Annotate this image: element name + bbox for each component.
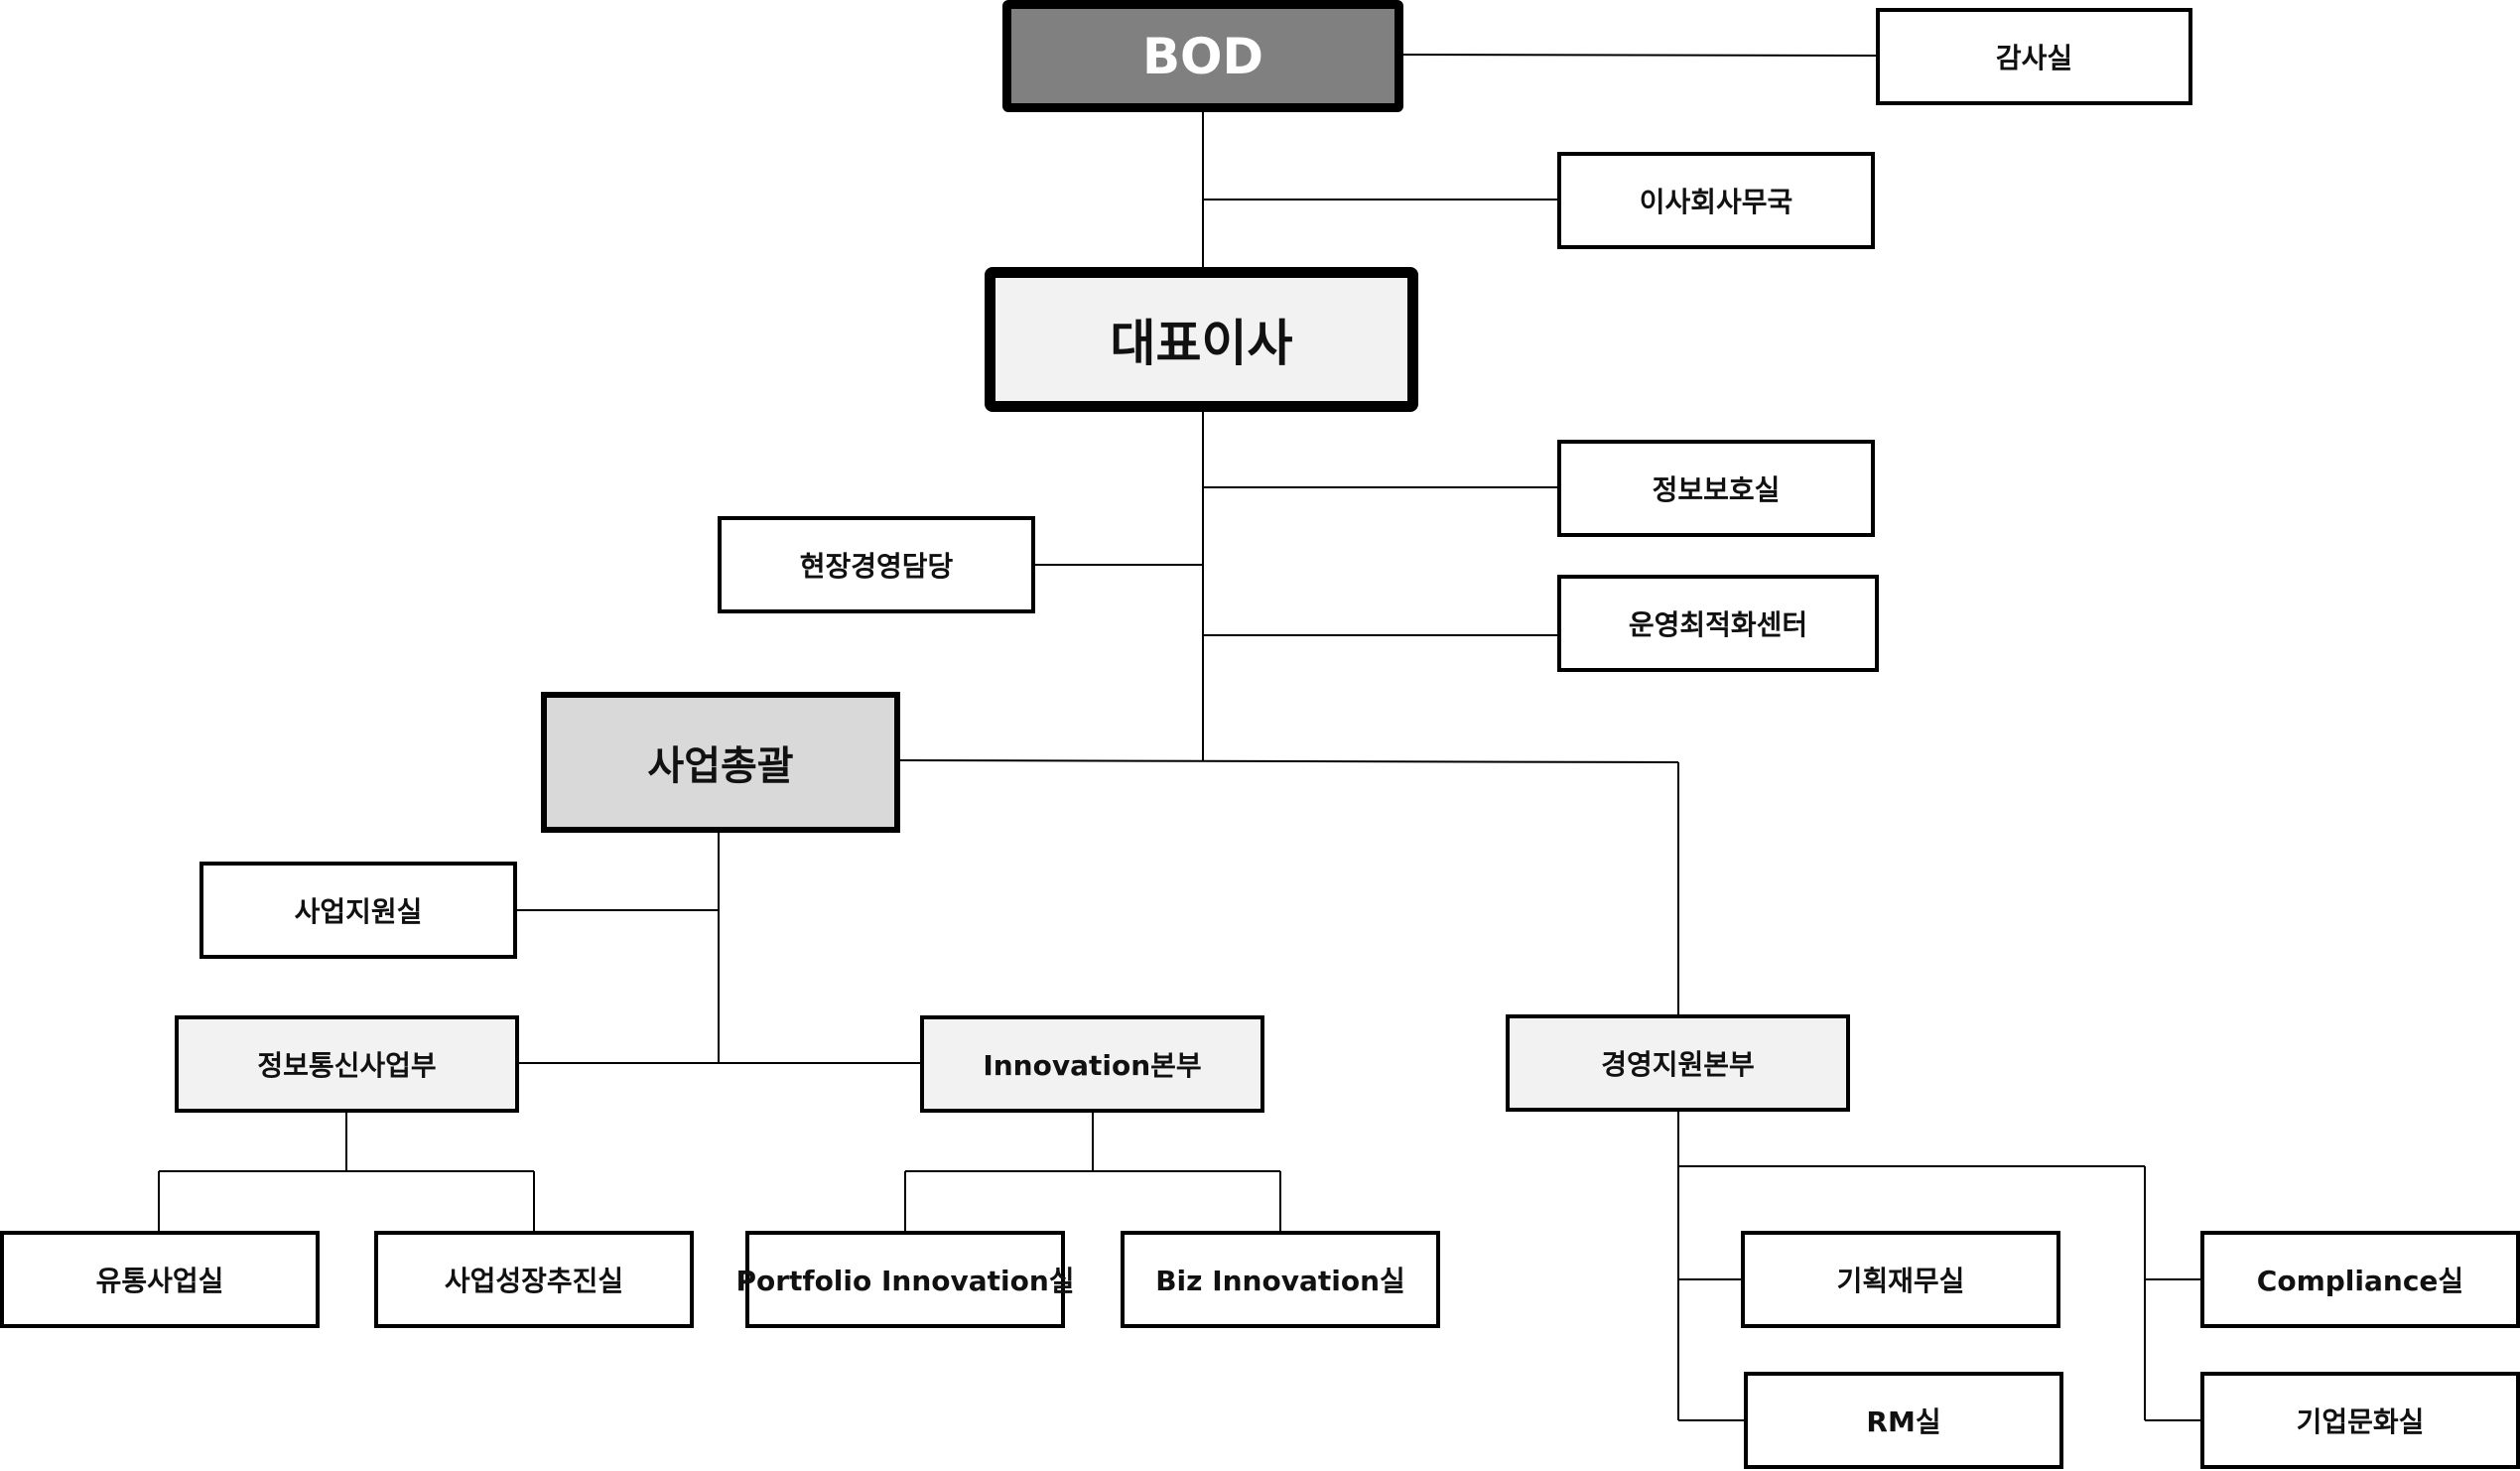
board-office-label: 이사회사무국 (1639, 186, 1793, 218)
growth-office-box: 사업성장추진실 (374, 1231, 694, 1328)
field-management-label: 현장경영담당 (799, 550, 954, 583)
bod-label: BOD (1141, 27, 1264, 85)
business-support-box: 사업지원실 (199, 862, 517, 959)
bod-box: BOD (1002, 0, 1403, 112)
ceo-box: 대표이사 (985, 267, 1418, 412)
rm-office-box: RM실 (1744, 1372, 2063, 1469)
distribution-office-box: 유통사업실 (0, 1231, 320, 1328)
innovation-division-label: Innovation본부 (983, 1049, 1202, 1082)
distribution-office-label: 유통사업실 (95, 1265, 224, 1297)
business-head-label: 사업총괄 (647, 743, 794, 789)
ict-division-label: 정보통신사업부 (257, 1049, 437, 1082)
planning-finance-label: 기획재무실 (1836, 1265, 1965, 1297)
biz-innovation-label: Biz Innovation실 (1155, 1265, 1405, 1297)
business-head-box: 사업총괄 (541, 692, 900, 833)
audit-office-box: 감사실 (1876, 8, 2192, 105)
portfolio-innovation-label: Portfolio Innovation실 (735, 1265, 1075, 1297)
biz-innovation-box: Biz Innovation실 (1121, 1231, 1440, 1328)
operation-center-box: 운영최적화센터 (1557, 575, 1879, 672)
operation-center-label: 운영최적화센터 (1628, 608, 1808, 641)
business-support-label: 사업지원실 (294, 895, 423, 928)
innovation-division-box: Innovation본부 (920, 1015, 1264, 1113)
corporate-culture-label: 기업문화실 (2296, 1405, 2425, 1438)
field-management-box: 현장경영담당 (718, 516, 1035, 613)
ceo-label: 대표이사 (1110, 315, 1293, 372)
audit-office-label: 감사실 (1995, 42, 2073, 74)
info-protection-label: 정보보호실 (1652, 473, 1781, 506)
growth-office-label: 사업성장추진실 (444, 1265, 624, 1297)
corporate-culture-box: 기업문화실 (2200, 1372, 2520, 1469)
portfolio-innovation-box: Portfolio Innovation실 (735, 1231, 1075, 1328)
rm-office-label: RM실 (1866, 1405, 1941, 1438)
compliance-office-box: Compliance실 (2200, 1231, 2520, 1328)
management-support-label: 경영지원본부 (1601, 1048, 1755, 1081)
info-protection-box: 정보보호실 (1557, 440, 1875, 537)
board-office-box: 이사회사무국 (1557, 152, 1875, 249)
ict-division-box: 정보통신사업부 (175, 1015, 519, 1113)
planning-finance-box: 기획재무실 (1741, 1231, 2060, 1328)
management-support-box: 경영지원본부 (1506, 1014, 1850, 1112)
compliance-office-label: Compliance실 (2256, 1265, 2464, 1297)
